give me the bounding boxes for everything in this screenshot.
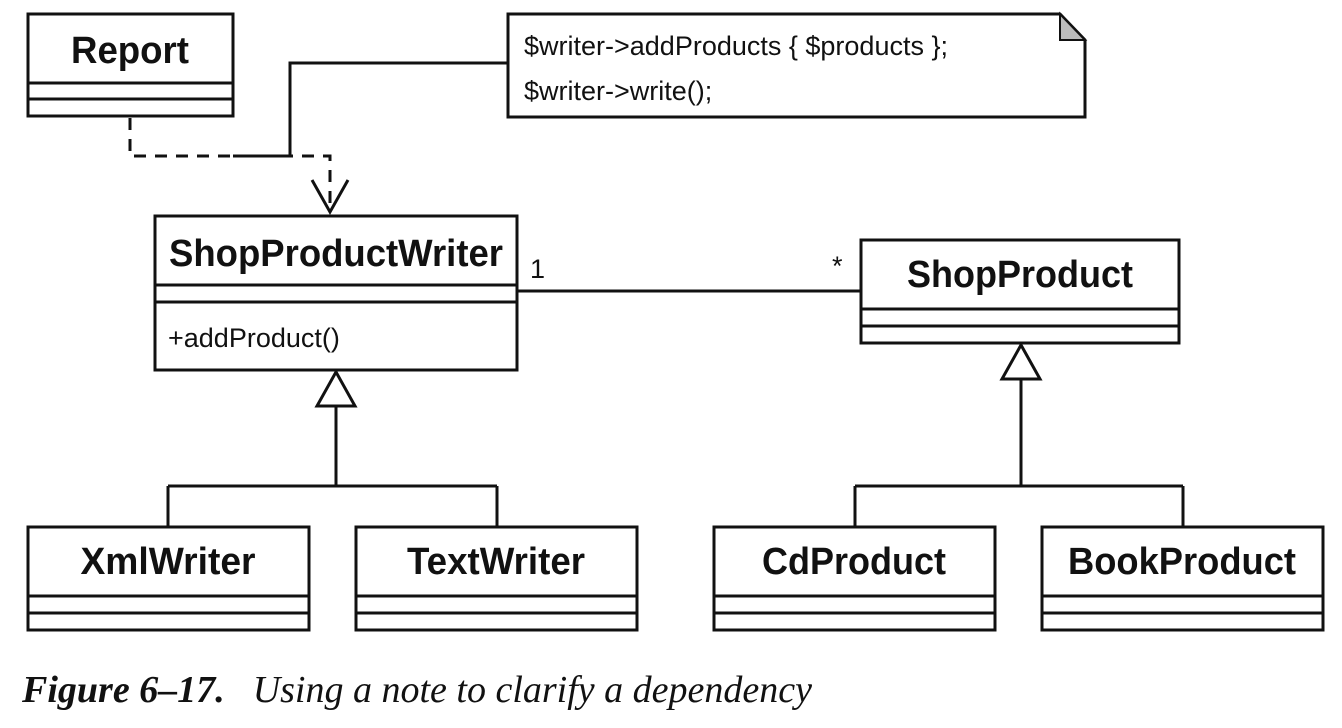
class-shop-product-writer [153, 214, 519, 372]
report-class-name: Report [71, 30, 189, 72]
add-product-operation: +addProduct() [168, 323, 340, 353]
book-product-class-name: BookProduct [1068, 541, 1296, 583]
text-writer-class-name: TextWriter [407, 541, 585, 583]
figure-caption-text: Using a note to clarify a dependency [252, 669, 812, 711]
figure-caption: Figure 6–17. Using a note to clarify a de… [22, 668, 812, 712]
inheritance-products [853, 341, 1185, 527]
note-line-1: $writer->addProducts { $products }; [524, 31, 948, 61]
shop-product-class-name: ShopProduct [907, 254, 1133, 296]
inheritance-writers [166, 368, 499, 527]
note-anchor-line [233, 61, 508, 158]
note-box [506, 11, 1088, 119]
xml-writer-class-name: XmlWriter [81, 541, 256, 583]
class-shop-product [859, 238, 1181, 345]
class-text-writer [354, 525, 639, 632]
class-report [26, 12, 235, 118]
cd-product-class-name: CdProduct [762, 541, 946, 583]
dependency-line [128, 118, 332, 212]
uml-class-diagram: Report $writer->addProducts { $products … [26, 11, 1325, 632]
class-xml-writer [26, 525, 311, 632]
class-cd-product [712, 525, 997, 632]
generalization-arrowhead-writer [314, 368, 358, 408]
shop-product-writer-class-name: ShopProductWriter [169, 233, 503, 275]
dependency-arrowhead [310, 179, 350, 216]
class-book-product [1040, 525, 1325, 632]
note-line-2: $writer->write(); [524, 76, 712, 106]
multiplicity-writer-end: 1 [530, 254, 545, 284]
figure-label: Figure 6–17. [22, 669, 225, 711]
generalization-arrowhead-product [999, 341, 1043, 381]
multiplicity-product-end: * [832, 251, 843, 281]
